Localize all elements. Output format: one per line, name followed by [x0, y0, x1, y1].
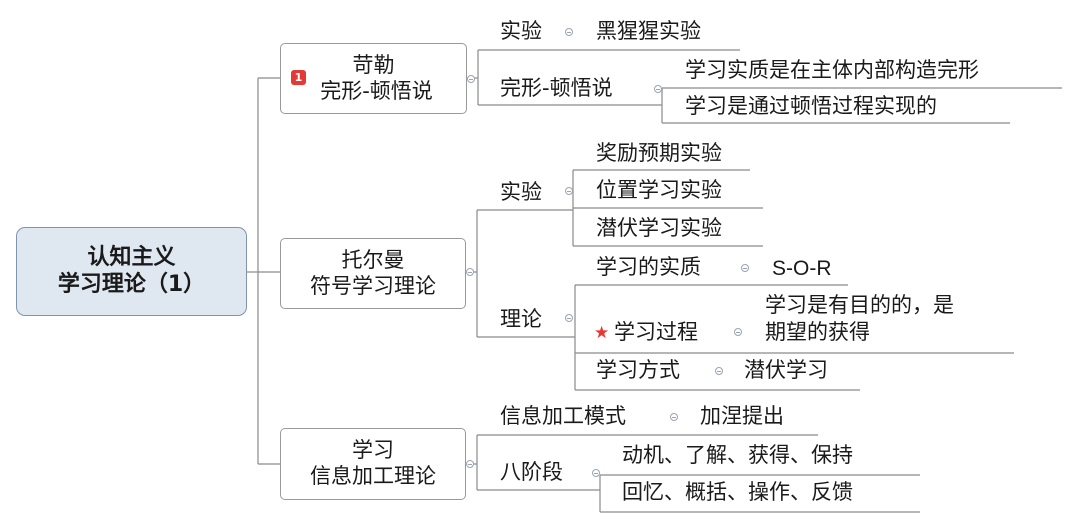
branch-tolman-line2: 符号学习理论 [310, 273, 436, 298]
branch-kohler[interactable]: 苛勒 完形-顿悟说 [280, 43, 467, 114]
branch-ip-line2: 信息加工理论 [310, 464, 436, 488]
branch-tolman-line1: 托尔曼 [341, 247, 405, 272]
root-title-line2: 学习理论（1） [57, 271, 206, 297]
node-purposive-learning[interactable]: 学习是有目的的，是 期望的获得 [765, 292, 954, 347]
collapse-toggle-icon[interactable] [734, 328, 742, 336]
collapse-toggle-icon[interactable] [466, 268, 474, 276]
collapse-toggle-icon[interactable] [654, 85, 662, 93]
collapse-toggle-icon[interactable] [715, 367, 723, 375]
root-topic[interactable]: 认知主义 学习理论（1） [16, 227, 247, 316]
node-gestalt-insight[interactable]: 完形-顿悟说 [500, 76, 613, 100]
node-purposive-learning-line2: 期望的获得 [765, 320, 870, 345]
node-experiment-tolman[interactable]: 实验 [500, 180, 542, 204]
branch-tolman[interactable]: 托尔曼 符号学习理论 [280, 238, 466, 309]
branch-information-processing[interactable]: 学习 信息加工理论 [280, 428, 466, 500]
branch-kohler-line1: 苛勒 [352, 52, 395, 77]
node-chimpanzee-experiment[interactable]: 黑猩猩实验 [596, 19, 701, 43]
node-reward-expectancy-experiment[interactable]: 奖励预期实验 [596, 141, 722, 165]
collapse-toggle-icon[interactable] [467, 75, 475, 83]
node-gestalt-essence[interactable]: 学习实质是在主体内部构造完形 [685, 58, 979, 82]
node-theory[interactable]: 理论 [500, 307, 542, 331]
node-purposive-learning-line1: 学习是有目的的，是 [765, 293, 954, 317]
node-ip-model[interactable]: 信息加工模式 [500, 404, 626, 428]
node-learning-essence[interactable]: 学习的实质 [596, 255, 701, 279]
collapse-toggle-icon[interactable] [565, 28, 573, 36]
branch-ip-line1: 学习 [352, 438, 394, 463]
node-gagne[interactable]: 加涅提出 [700, 404, 784, 428]
node-latent-learning[interactable]: 潜伏学习 [744, 358, 828, 382]
collapse-toggle-icon[interactable] [565, 187, 573, 195]
node-latent-learning-experiment[interactable]: 潜伏学习实验 [596, 216, 722, 240]
branch-kohler-line2: 完形-顿悟说 [320, 78, 433, 103]
node-insight-process[interactable]: 学习是通过顿悟过程实现的 [685, 94, 937, 118]
node-stages-1-4[interactable]: 动机、了解、获得、保持 [622, 443, 853, 467]
node-place-learning-experiment[interactable]: 位置学习实验 [596, 178, 722, 202]
node-learning-process[interactable]: 学习过程 [614, 320, 698, 344]
root-title-line1: 认知主义 [87, 244, 176, 270]
node-learning-mode[interactable]: 学习方式 [596, 358, 680, 382]
star-icon: ★ [594, 323, 610, 343]
collapse-toggle-icon[interactable] [670, 413, 678, 421]
collapse-toggle-icon[interactable] [565, 314, 573, 322]
priority-1-icon: 1 [291, 70, 306, 85]
node-eight-stages[interactable]: 八阶段 [500, 460, 563, 484]
collapse-toggle-icon[interactable] [592, 469, 600, 477]
node-experiment-kohler[interactable]: 实验 [500, 19, 542, 43]
collapse-toggle-icon[interactable] [741, 264, 749, 272]
node-s-o-r[interactable]: S-O-R [772, 257, 832, 280]
node-stages-5-8[interactable]: 回忆、概括、操作、反馈 [622, 480, 853, 504]
collapse-toggle-icon[interactable] [466, 460, 474, 468]
